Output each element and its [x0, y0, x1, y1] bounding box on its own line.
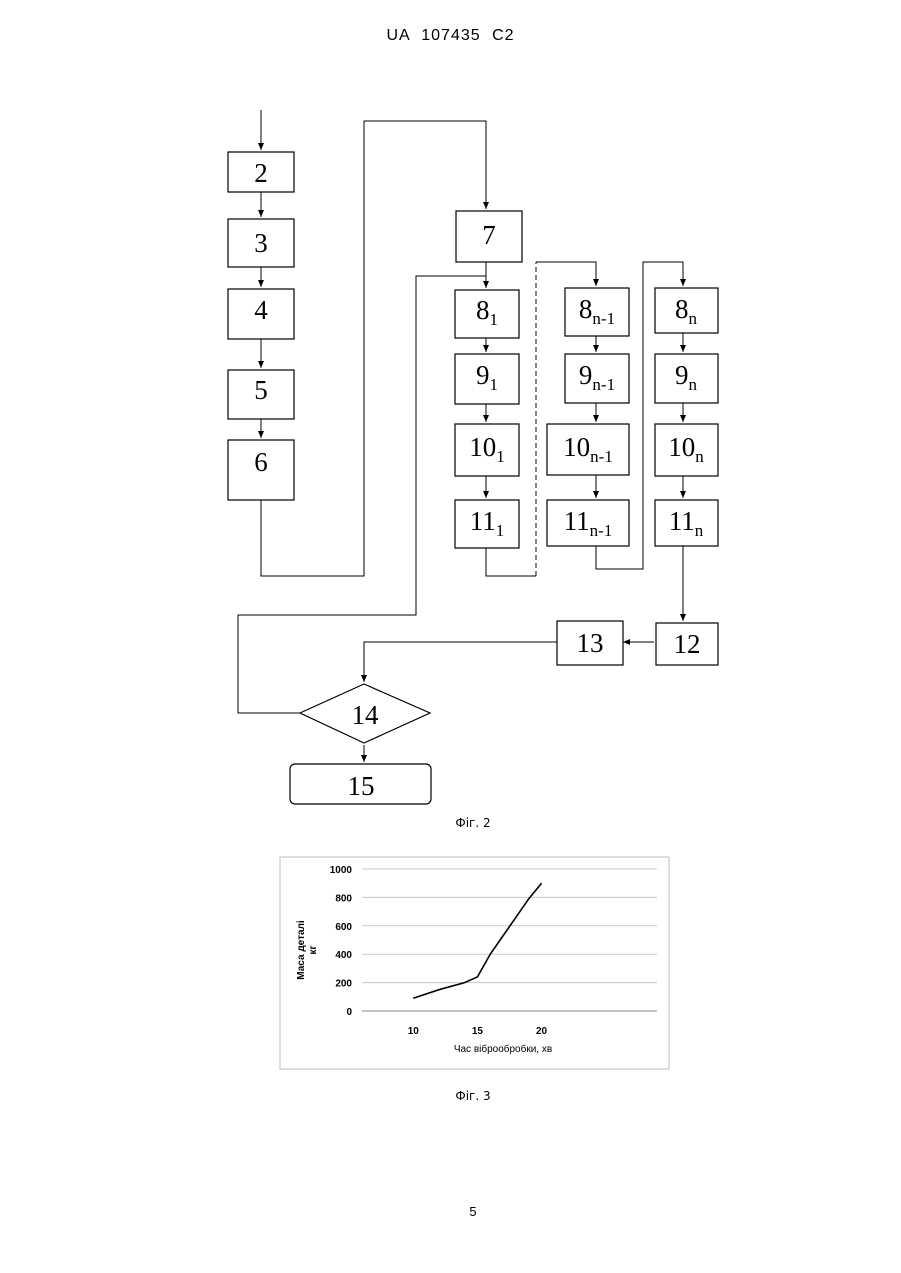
x-axis-label: Час віброобробки, хв [454, 1043, 552, 1055]
block-label: 15 [348, 771, 375, 801]
block-label: 13 [577, 628, 604, 658]
block-label: 3 [254, 228, 268, 258]
y-tick-label: 0 [346, 1007, 352, 1018]
page-number: 5 [0, 1204, 901, 1219]
chart-frame [280, 857, 669, 1069]
block-label: 7 [482, 220, 496, 250]
y-tick-label: 1000 [330, 865, 353, 876]
block-label: 12 [674, 629, 701, 659]
y-tick-label: 400 [335, 950, 352, 961]
x-tick-label: 20 [536, 1026, 548, 1037]
y-tick-label: 200 [335, 979, 352, 990]
block-label: 4 [254, 295, 268, 325]
block-label: 5 [254, 375, 268, 405]
y-axis-label: Маса деталі [296, 920, 307, 980]
block-label: 14 [352, 700, 380, 730]
y-tick-label: 600 [335, 922, 352, 933]
figure-3-caption: Фіг. 3 [0, 1089, 901, 1103]
figure-3-chart: 0 200 400 600 800 1000 10 15 20 Час віброобробк… [280, 857, 669, 1069]
block-label: 2 [254, 158, 268, 188]
x-tick-label: 10 [408, 1026, 420, 1037]
figure-2-caption: Фіг. 2 [0, 816, 901, 830]
y-tick-label: 800 [335, 893, 352, 904]
block-label: 6 [254, 447, 268, 477]
x-tick-label: 15 [472, 1026, 484, 1037]
y-axis-unit: кг [308, 945, 319, 954]
